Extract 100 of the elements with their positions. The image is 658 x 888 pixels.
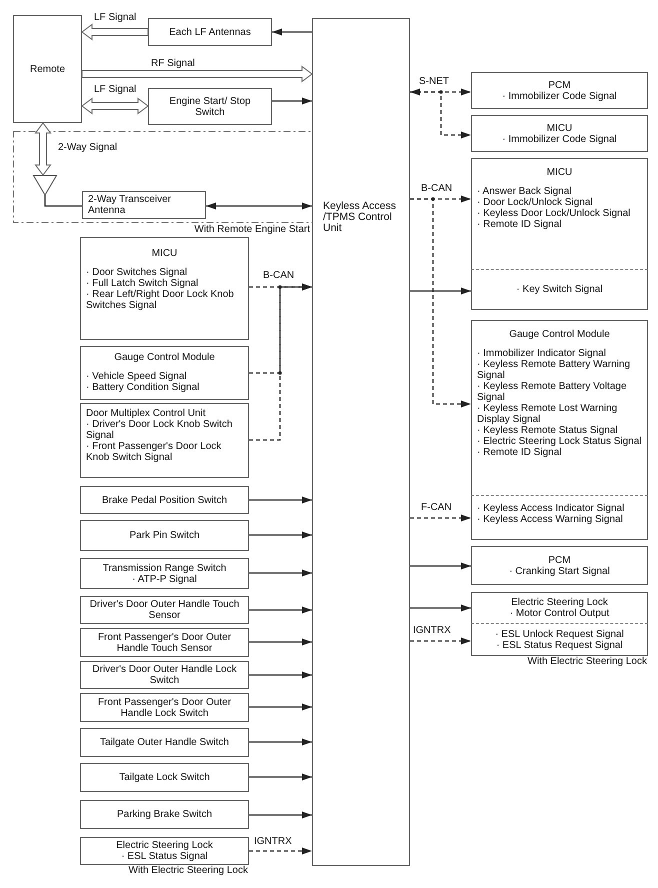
box-text: · Immobilizer Code Signal: [501, 90, 618, 102]
box-text: · Keyless Access Warning Signal: [477, 514, 624, 525]
arrow: [410, 88, 471, 96]
component-box: [80, 237, 249, 340]
arrow: [206, 202, 312, 210]
hollow-arrow: [34, 122, 52, 176]
box-section: [471, 592, 648, 624]
box-text: Brake Pedal Position Switch: [100, 494, 228, 506]
node-caption: With Electric Steering Lock: [528, 656, 647, 668]
component-box: [80, 693, 249, 722]
arrow: [249, 812, 312, 818]
component-box: [471, 546, 648, 585]
component-box: [80, 728, 249, 757]
box-text: 2-Way Transceiver Antenna: [88, 194, 172, 216]
box-text: · Keyless Remote Battery Warning Signal: [477, 359, 632, 381]
box-text: · ESL Status Request Signal: [495, 640, 623, 650]
arrow: [249, 638, 312, 646]
box-text: · Remote ID Signal: [477, 219, 562, 230]
box-section: [471, 270, 648, 310]
box-text: · Battery Condition Signal: [86, 382, 200, 393]
component-box: [80, 520, 249, 551]
box-text: Park Pin Switch: [128, 530, 201, 541]
arrow: [249, 606, 312, 614]
box-text: · Rear Left/Right Door Lock Knob Switches Signal: [86, 289, 235, 311]
arrow: [410, 604, 471, 612]
box-text: · Cranking Start Signal: [508, 566, 611, 576]
box-text: · Vehicle Speed Signal: [86, 371, 188, 382]
component-box: [80, 346, 249, 400]
box-text: · Immobilizer Indicator Signal: [477, 348, 607, 359]
component-box: [80, 661, 249, 689]
arrow: [249, 284, 312, 374]
box-text: · Front Passenger's Door Lock Knob Switch Signal: [86, 441, 222, 463]
box-heading: Electric Steering Lock: [115, 840, 214, 851]
arrow: [249, 284, 312, 441]
arrow: [410, 562, 471, 570]
component-box: [471, 72, 648, 109]
arrow: [249, 496, 312, 504]
box-heading: MICU: [150, 248, 178, 259]
box-text: · Electric Steering Lock Status Signal: [477, 436, 642, 447]
box-text: Tailgate Outer Handle Switch: [99, 737, 230, 748]
box-text: · Keyless Remote Battery Voltage Signal: [477, 381, 628, 403]
component-box: [80, 596, 249, 624]
box-heading: MICU: [546, 167, 574, 178]
box-text: Each LF Antennas: [168, 26, 252, 38]
box-text: · Motor Control Output: [508, 608, 610, 619]
box-text: · Keyless Remote Status Signal: [477, 425, 619, 436]
arrow: [272, 98, 312, 104]
component-box: [471, 115, 648, 152]
edge-label: 2-Way Signal: [57, 142, 118, 154]
edge-label: LF Signal: [93, 12, 138, 24]
box-heading: Gauge Control Module: [508, 329, 611, 340]
arrow: [410, 288, 471, 294]
component-box: [80, 403, 249, 478]
box-text: Keyless Access /TPMS Control Unit: [323, 201, 397, 234]
component-box: [80, 558, 249, 589]
component-box: [82, 191, 206, 219]
box-text: · Key Switch Signal: [515, 284, 604, 295]
box-text: · ATP-P Signal: [131, 574, 198, 584]
box-text: Tailgate Lock Switch: [118, 772, 211, 783]
box-text: Front Passenger's Door Outer Handle Lock Switch: [96, 696, 232, 718]
component-box: [80, 486, 249, 514]
arrow: [249, 774, 312, 780]
box-section: [471, 158, 648, 270]
arrow: [249, 570, 312, 576]
box-heading: PCM: [547, 554, 572, 566]
component-box: [148, 88, 272, 125]
box-text: · Keyless Remote Lost Warning Display Signal: [477, 403, 618, 425]
arrow: [249, 704, 312, 710]
box-text: Remote: [28, 64, 66, 74]
box-heading: Gauge Control Module: [113, 352, 216, 363]
edge-label: LF Signal: [93, 84, 138, 96]
box-text: · Door Switches Signal: [86, 267, 188, 278]
box-heading: · ESL Unlock Request Signal: [494, 628, 625, 640]
box-heading: Electric Steering Lock: [510, 597, 609, 608]
box-text: · Full Latch Switch Signal: [86, 278, 200, 289]
arrow: [410, 638, 471, 644]
arrow: [410, 91, 471, 138]
component-box: [13, 15, 82, 123]
box-text: · Keyless Door Lock/Unlock Signal: [477, 208, 632, 219]
box-text: Engine Start/ Stop Switch: [168, 96, 252, 118]
box-text: Driver's Door Outer Handle Touch Sensor: [88, 599, 240, 621]
box-text: · Remote ID Signal: [477, 447, 562, 458]
region-label: With Remote Engine Start: [194, 224, 310, 236]
arrow: [410, 514, 471, 522]
arrow: [249, 672, 312, 678]
arrow: [249, 848, 312, 854]
arrow: [249, 738, 312, 746]
box-text: Parking Brake Switch: [116, 809, 214, 820]
box-heading: MICU: [546, 122, 574, 134]
box-heading: PCM: [547, 80, 572, 90]
box-text: · Answer Back Signal: [477, 186, 572, 197]
arrow: [272, 28, 312, 36]
box-section: [471, 320, 648, 496]
box-text: Driver's Door Outer Handle Lock Switch: [91, 664, 238, 686]
component-box: [80, 800, 249, 829]
box-text: · Keyless Access Indicator Signal: [477, 503, 626, 514]
edge-label: RF Signal: [150, 58, 196, 70]
node-caption: With Electric Steering Lock: [128, 865, 248, 877]
component-box: [80, 628, 249, 657]
box-text: · Door Lock/Unlock Signal: [477, 197, 594, 208]
